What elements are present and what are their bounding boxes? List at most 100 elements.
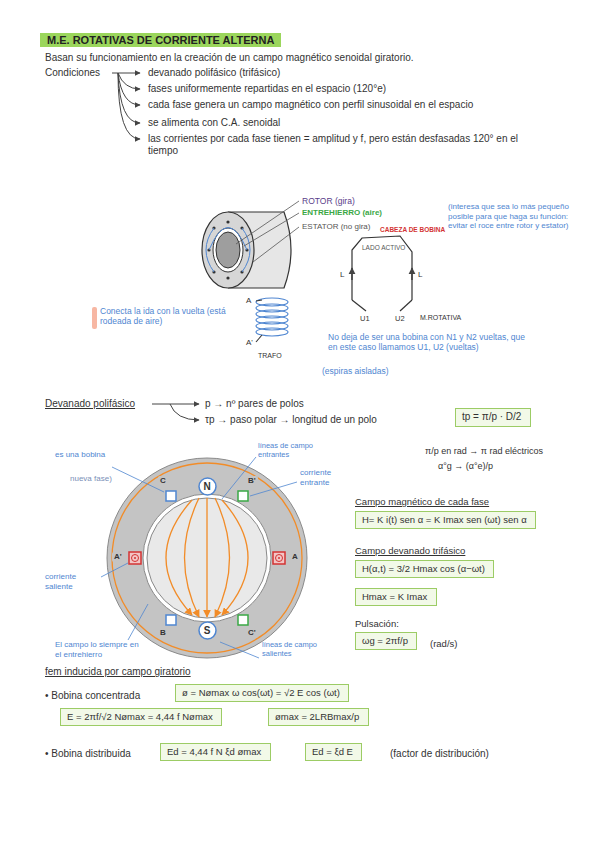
drawing-path [128, 604, 148, 640]
note-text: El campo lo siempre en el entrehierro [55, 640, 147, 659]
drawing-ellipse [256, 328, 288, 336]
drawing-circle [143, 494, 271, 622]
drawing-path [112, 467, 164, 492]
drawing-circle [132, 555, 139, 562]
formula-box: tp = π/p · D/2 [455, 408, 531, 427]
note-text: (espiras aisladas) [322, 366, 389, 376]
note-text: fases uniformemente repartidas en el esp… [148, 83, 386, 95]
note-text: Pulsación: [355, 618, 399, 629]
machine-coil [352, 236, 412, 311]
leader-lines [101, 457, 297, 658]
note-text: cada fase genera un campo magnético con … [148, 99, 558, 111]
node-text: ø = Nømax ω cos(ωt) = √2 E cos (ωt) [182, 687, 340, 698]
node-text: Ed = 4,44 f N ξd ømax [167, 746, 261, 757]
drawing-path [118, 73, 140, 139]
note-text: devanado polifásico (trifásico) [148, 67, 280, 79]
node-text: H(α,t) = 3/2 Hmax cos (α−ωt) [362, 563, 485, 574]
note-text: U2 [395, 314, 405, 323]
drawing-circle [276, 555, 283, 562]
note-text: A [246, 296, 251, 306]
note-text: TRAFO [258, 352, 282, 360]
node-text: N [203, 481, 210, 492]
formula-box: E = 2πf/√2 Nømax = 4,44 f Nømax [60, 708, 222, 726]
formula-box: ωg = 2πf/p [355, 632, 417, 650]
note-text: ENTREHIERRO (aire) [302, 208, 382, 218]
formula-box: Ed = 4,44 f N ξd ømax [160, 743, 271, 761]
drawing-path [253, 227, 299, 262]
note-text: U1 [360, 314, 370, 323]
drawing-path [352, 300, 366, 311]
drawing-rect [166, 491, 176, 501]
drawing-rect [238, 491, 248, 501]
stator-sketch [202, 212, 291, 288]
slot-label: C [158, 476, 168, 486]
note-text: τp → paso polar → longitud de un polo [205, 414, 377, 426]
drawing-path [152, 404, 199, 405]
note-text: es una bobina [55, 450, 110, 460]
drawing-path [352, 236, 412, 300]
note-text: LADO ACTIVO [362, 244, 405, 252]
trafo-coil [256, 298, 288, 342]
note-text: Condiciones [45, 67, 100, 79]
note-text: se alimenta con C.A. senoidal [148, 117, 280, 129]
drawing-path [206, 498, 207, 617]
formula-box: ømax = 2LRBmax/p [268, 708, 369, 726]
node-text: E = 2πf/√2 Nømax = 4,44 f Nømax [67, 711, 213, 722]
note-text: ROTOR (gira) [302, 196, 355, 206]
formula-box: ø = Nømax ω cos(ωt) = √2 E cos (ωt) [175, 684, 349, 702]
note-text: Basan su funcionamiento en la creación d… [45, 52, 414, 64]
note-text: No deja de ser una bobina con N1 y N2 vu… [328, 332, 533, 352]
drawing-path [206, 228, 214, 272]
note-text: (rad/s) [430, 638, 457, 649]
drawing-circle [134, 557, 136, 559]
drawing-path [112, 73, 140, 74]
drawing-path [118, 73, 140, 89]
pole-circle: S [198, 621, 217, 640]
formula-box: H(α,t) = 3/2 Hmax cos (α−ωt) [355, 560, 494, 578]
note-text: • Bobina concentrada [45, 690, 140, 702]
note-text: fem inducida por campo giratorio [45, 666, 191, 678]
note-text: • Bobina distribuida [45, 748, 131, 760]
drawing-circle [147, 498, 267, 618]
slot-label: B' [246, 476, 258, 486]
note-text: Devanado polifásico [45, 398, 135, 410]
drawing-g [112, 463, 302, 653]
drawing-path [112, 463, 207, 653]
node-text: H= K i(t) sen α = K Imax sen (ωt) sen α [362, 514, 527, 525]
drawing-path [215, 498, 230, 617]
note-text: nueva fase) [70, 474, 112, 484]
note-text: p → nº pares de polos [205, 398, 304, 410]
note-text: las corrientes por cada fase tienen = am… [148, 133, 548, 157]
note-text: CABEZA DE BOBINA [380, 226, 445, 234]
note-text: líneas de campo salientes [262, 640, 334, 658]
drawing-path [400, 300, 412, 311]
note-text: ESTATOR (no gira) [302, 222, 370, 232]
drawing-rect [166, 615, 176, 625]
drawing-ellipse [202, 212, 254, 288]
drawing-g [206, 228, 250, 273]
drawing-circle [226, 220, 229, 223]
note-text: L [418, 270, 422, 280]
slot-label: A [290, 552, 300, 562]
formula-box: Hmax = K Imax [355, 588, 437, 606]
page-title: M.E. ROTATIVAS DE CORRIENTE ALTERNA [40, 33, 281, 47]
node-text: ωg = 2πf/p [362, 635, 408, 646]
node-text: ømax = 2LRBmax/p [275, 711, 359, 722]
slot-label: A' [112, 552, 124, 562]
note-text: Campo devanado trifásico [355, 545, 465, 556]
note-text: α°g → (α°e)/p [438, 461, 493, 472]
drawing-path [101, 563, 128, 577]
note-text: líneas de campo entrantes [258, 441, 330, 459]
drawing-rect [273, 552, 285, 564]
drawing-path [209, 228, 247, 251]
slot-label: B [158, 628, 168, 638]
drawing-circle [107, 458, 307, 658]
pole-outline-shape [199, 622, 216, 639]
drawing-path [256, 335, 262, 342]
drawing-path [411, 268, 412, 280]
formula-box: Ed = ξd E [305, 743, 362, 761]
node-text: S [204, 625, 211, 636]
note-text: (interesa que sea lo más pequeño posible… [448, 202, 583, 231]
slot-label: C' [246, 628, 258, 638]
